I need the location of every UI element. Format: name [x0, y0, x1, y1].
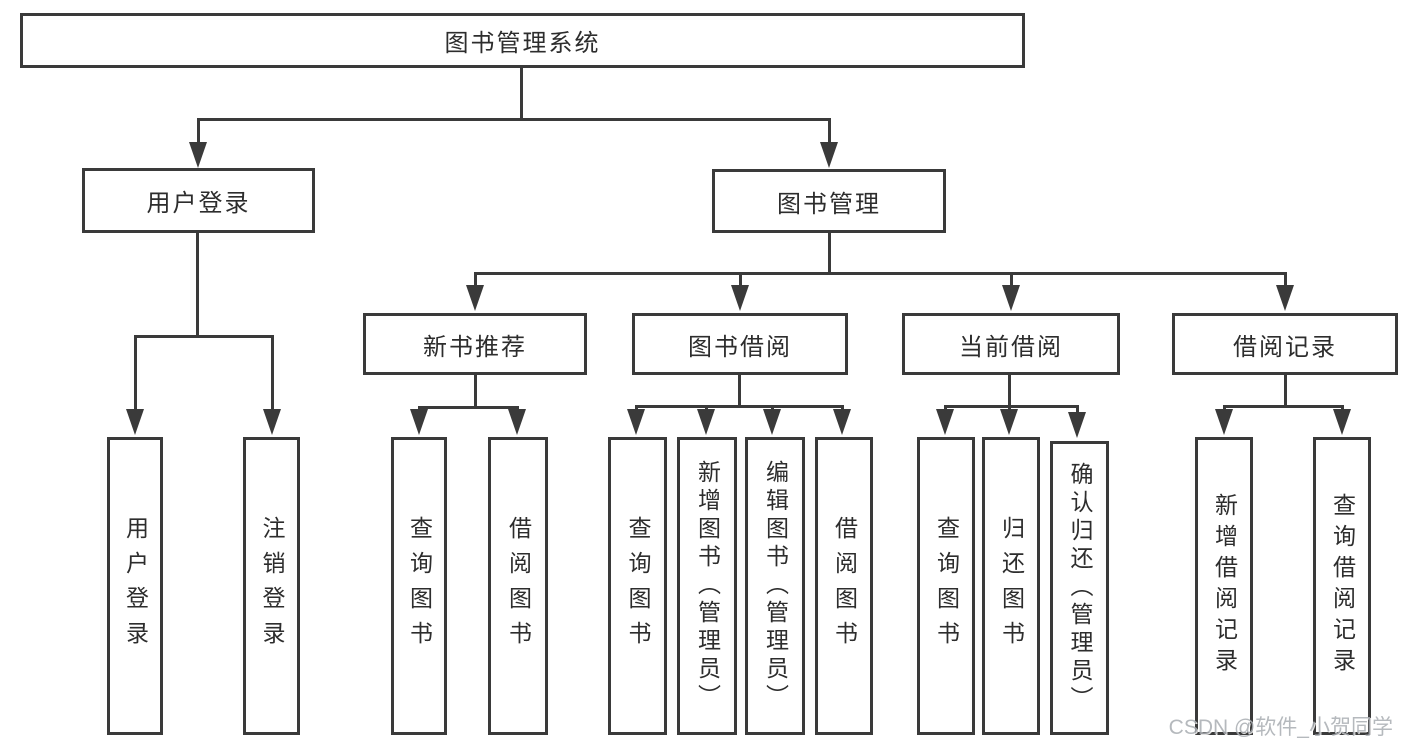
connector-vline — [134, 335, 137, 413]
node-label: 图书管理 — [777, 190, 881, 218]
connector-vline — [738, 375, 741, 407]
leaf-add-borrow-record: 新增借阅记录 — [1195, 437, 1253, 735]
node-new-book-recommendation: 新书推荐 — [363, 313, 587, 375]
leaf-label: 注销登录 — [259, 516, 285, 656]
arrowhead-down-icon — [697, 409, 715, 435]
connector-vline — [474, 375, 477, 408]
connector-vline — [739, 272, 742, 289]
leaf-label: 查询图书 — [625, 516, 651, 656]
connector-vline — [828, 118, 831, 144]
leaf-logout-login: 注销登录 — [243, 437, 300, 735]
leaf-label: 新增借阅记录 — [1211, 493, 1238, 679]
connector-vline — [520, 68, 523, 120]
arrowhead-down-icon — [763, 409, 781, 435]
arrowhead-down-icon — [1068, 412, 1086, 438]
leaf-query-books-borrow: 查询图书 — [608, 437, 667, 735]
arrowhead-down-icon — [508, 409, 526, 435]
leaf-label: 归还图书 — [998, 516, 1025, 656]
leaf-edit-book-admin: 编辑图书（管理员） — [745, 437, 805, 735]
node-label: 图书管理系统 — [444, 30, 601, 57]
arrowhead-down-icon — [1215, 409, 1233, 435]
leaf-query-books-recommend: 查询图书 — [391, 437, 447, 735]
arrowhead-down-icon — [1333, 409, 1351, 435]
arrowhead-down-icon — [263, 409, 281, 435]
arrowhead-down-icon — [1002, 285, 1020, 311]
connector-vline — [828, 233, 831, 274]
connector-hline — [474, 272, 1287, 275]
connector-hline — [1223, 405, 1344, 408]
arrowhead-down-icon — [189, 142, 207, 168]
connector-hline — [134, 335, 274, 338]
arrowhead-down-icon — [731, 285, 749, 311]
connector-vline — [1076, 405, 1079, 416]
node-book-borrowing: 图书借阅 — [632, 313, 848, 375]
arrowhead-down-icon — [833, 409, 851, 435]
node-label: 借阅记录 — [1233, 333, 1337, 361]
arrowhead-down-icon — [1276, 285, 1294, 311]
leaf-label: 借阅图书 — [505, 516, 532, 656]
leaf-label: 查询借阅记录 — [1329, 493, 1356, 679]
connector-vline — [271, 335, 274, 413]
leaf-label: 用户登录 — [122, 516, 149, 656]
leaf-label: 新增图书（管理员） — [694, 460, 721, 712]
connector-hline — [635, 405, 844, 408]
leaf-label: 借阅图书 — [831, 516, 858, 656]
node-label: 用户登录 — [146, 190, 251, 217]
arrowhead-down-icon — [410, 409, 428, 435]
connector-hline — [197, 118, 831, 121]
node-current-borrowing: 当前借阅 — [902, 313, 1120, 375]
csdn-watermark: CSDN @软件_小贺同学 — [1168, 716, 1393, 739]
arrowhead-down-icon — [936, 409, 954, 435]
arrowhead-down-icon — [1000, 409, 1018, 435]
connector-vline — [1284, 375, 1287, 407]
leaf-borrow-books-recommend: 借阅图书 — [488, 437, 548, 735]
connector-vline — [1284, 272, 1287, 289]
leaf-borrow-books: 借阅图书 — [815, 437, 873, 735]
arrowhead-down-icon — [126, 409, 144, 435]
node-label: 图书借阅 — [688, 333, 792, 361]
connector-vline — [474, 272, 477, 289]
connector-hline — [418, 406, 519, 409]
connector-vline — [196, 233, 199, 337]
connector-hline — [944, 405, 1079, 408]
node-user-login: 用户登录 — [82, 168, 315, 233]
node-label: 新书推荐 — [423, 333, 527, 361]
arrowhead-down-icon — [627, 409, 645, 435]
leaf-label: 编辑图书（管理员） — [762, 460, 789, 712]
leaf-confirm-return-admin: 确认归还（管理员） — [1050, 441, 1109, 735]
leaf-user-login: 用户登录 — [107, 437, 163, 735]
leaf-label: 查询图书 — [406, 516, 433, 656]
leaf-add-book-admin: 新增图书（管理员） — [677, 437, 737, 735]
arrowhead-down-icon — [466, 285, 484, 311]
connector-vline — [1010, 272, 1013, 289]
node-label: 当前借阅 — [959, 333, 1063, 361]
node-book-management: 图书管理 — [712, 169, 946, 233]
leaf-return-book: 归还图书 — [982, 437, 1040, 735]
leaf-label: 查询图书 — [933, 516, 960, 656]
connector-vline — [1008, 375, 1011, 407]
leaf-label: 确认归还（管理员） — [1067, 462, 1093, 714]
node-library-system: 图书管理系统 — [20, 13, 1025, 68]
arrowhead-down-icon — [820, 142, 838, 168]
leaf-query-books-current: 查询图书 — [917, 437, 975, 735]
leaf-query-borrow-record: 查询借阅记录 — [1313, 437, 1371, 735]
node-borrowing-records: 借阅记录 — [1172, 313, 1398, 375]
connector-vline — [197, 118, 200, 144]
